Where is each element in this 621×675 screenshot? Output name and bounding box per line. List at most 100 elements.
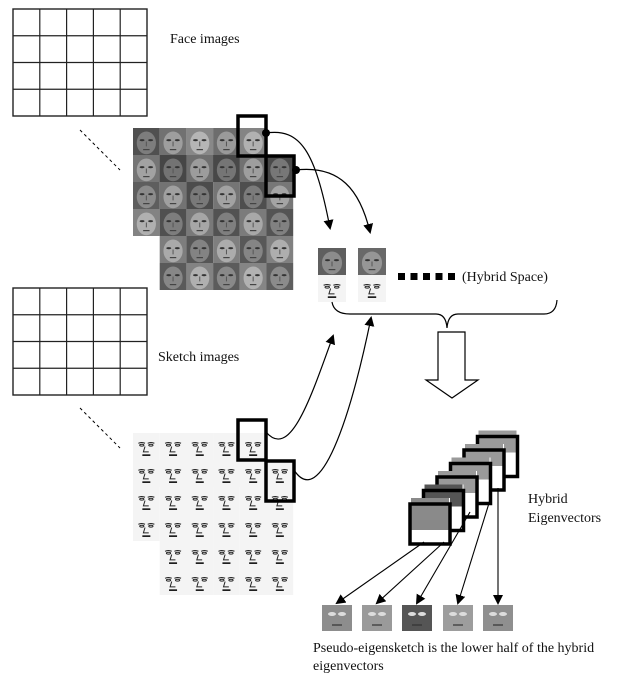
sketch-mosaic-tile: [186, 568, 214, 595]
sketch-images-label: Sketch images: [158, 350, 239, 365]
sketch-grid-dashed-connector: [79, 407, 121, 449]
sketch-mosaic-tile: [186, 460, 214, 487]
sketch-mosaic-tile: [266, 460, 294, 487]
face-mosaic-tile: [186, 155, 214, 182]
sketch-arrow-1: [265, 334, 335, 440]
face-mosaic-tile: [159, 128, 187, 155]
sketch-mosaic-tile: [213, 568, 240, 595]
face-mosaic-tile: [159, 155, 187, 182]
face-mosaic-tile: [213, 128, 240, 155]
face-mosaic-tile: [213, 236, 240, 263]
face-mosaic-tile: [133, 128, 160, 155]
sketch-image-grid: [12, 287, 148, 396]
sketch-mosaic-tile: [213, 460, 240, 487]
face-mosaic-tile: [213, 155, 240, 182]
face-mosaic-tile: [266, 155, 294, 182]
sketch-mosaic-tile: [159, 433, 187, 460]
hybrid-pair-sketch-1: [318, 275, 346, 302]
sketch-mosaic-tile: [133, 514, 160, 541]
sketch-mosaic-tile: [239, 514, 267, 541]
ellipsis-square: [423, 273, 430, 280]
hybrid-space-pairs: [318, 248, 386, 302]
hybrid-pair-sketch-2: [358, 275, 386, 302]
face-mosaic-tile: [239, 263, 267, 290]
sketch-mosaic-tile: [133, 433, 160, 460]
ellipsis-square: [410, 273, 418, 280]
face-image-mosaic: [133, 128, 294, 290]
sketch-mosaic-tile: [266, 514, 294, 541]
sketch-mosaic-tile: [159, 514, 187, 541]
sketch-mosaic-tile: [213, 541, 240, 568]
hybrid-eigenvector-stack: [408, 430, 520, 546]
face-mosaic-tile: [266, 236, 294, 263]
hybrid-eigenvectors-label-line2: Eigenvectors: [528, 511, 601, 526]
face-mosaic-tile: [266, 209, 294, 236]
sketch-mosaic-tile: [186, 487, 214, 514]
sketch-arrow-2: [293, 316, 375, 481]
ellipsis-square: [398, 273, 405, 280]
sketch-mosaic-tile: [159, 541, 187, 568]
face-mosaic-tile: [186, 182, 214, 209]
face-highlight-box-2: [264, 154, 296, 198]
face-mosaic-tile: [133, 182, 160, 209]
sketch-mosaic-tile: [239, 568, 267, 595]
face-arrow-1: [265, 131, 334, 230]
sketch-mosaic-tile: [133, 487, 160, 514]
pseudo-eigensketch-tile: [402, 605, 432, 631]
face-mosaic-tile: [133, 155, 160, 182]
face-mosaic-tile: [186, 128, 214, 155]
pseudo-eigensketch-tile: [362, 605, 392, 631]
ellipsis-square: [435, 273, 443, 280]
sketch-mosaic-tile: [239, 433, 267, 460]
sketch-mosaic-tile: [159, 487, 187, 514]
pseudo-eigensketch-tile: [443, 605, 473, 631]
hybrid-eigenvectors-label-line1: Hybrid: [528, 492, 568, 507]
sketch-mosaic-tile: [213, 514, 240, 541]
sketch-mosaic-tile: [186, 541, 214, 568]
face-mosaic-tile: [159, 209, 187, 236]
face-mosaic-tile: [213, 263, 240, 290]
face-mosaic-tile: [266, 263, 294, 290]
sketch-mosaic-tile: [266, 568, 294, 595]
face-mosaic-tile: [239, 182, 267, 209]
eigenvector-card: [408, 498, 452, 546]
face-images-label: Face images: [170, 32, 240, 47]
face-mosaic-tile: [239, 155, 267, 182]
ellipsis-square: [448, 273, 455, 280]
caption-line-1: Pseudo-eigensketch is the lower half of …: [313, 641, 594, 656]
sketch-mosaic-tile: [239, 460, 267, 487]
pseudo-eigensketch-tile: [322, 605, 352, 631]
face-mosaic-tile: [159, 236, 187, 263]
face-mosaic-tile: [133, 209, 160, 236]
eigensketch-arrow: [415, 511, 471, 605]
face-mosaic-tile: [159, 182, 187, 209]
face-mosaic-tile: [239, 236, 267, 263]
sketch-mosaic-tile: [239, 541, 267, 568]
face-mosaic-tile: [213, 182, 240, 209]
eigensketch-arrow: [335, 541, 425, 605]
eigensketch-arrow: [455, 499, 491, 605]
face-grid-dashed-connector: [79, 129, 121, 171]
sketch-highlight-box-2: [264, 459, 296, 503]
sketch-mosaic-tile: [186, 433, 214, 460]
sketch-mosaic-tile: [266, 541, 294, 568]
hybrid-ellipsis: [398, 273, 455, 280]
sketch-mosaic-tile: [159, 568, 187, 595]
face-arrow-2: [295, 168, 374, 234]
sketch-mosaic-tile: [159, 460, 187, 487]
face-mosaic-tile: [239, 209, 267, 236]
sketch-mosaic-tile: [133, 460, 160, 487]
face-mosaic-tile: [186, 209, 214, 236]
down-arrow-icon: [424, 331, 480, 399]
sketch-highlight-box-1: [236, 418, 268, 462]
face-mosaic-tile: [159, 263, 187, 290]
hybrid-pair-face-1: [318, 248, 346, 275]
sketch-mosaic-tile: [213, 433, 240, 460]
hybrid-space-brace: [331, 299, 558, 329]
pseudo-eigensketch-row: [322, 605, 513, 631]
sketch-image-mosaic: [133, 433, 294, 595]
eigensketch-arrows: [335, 488, 503, 605]
sketch-mosaic-tile: [239, 487, 267, 514]
face-mosaic-tile: [186, 236, 214, 263]
